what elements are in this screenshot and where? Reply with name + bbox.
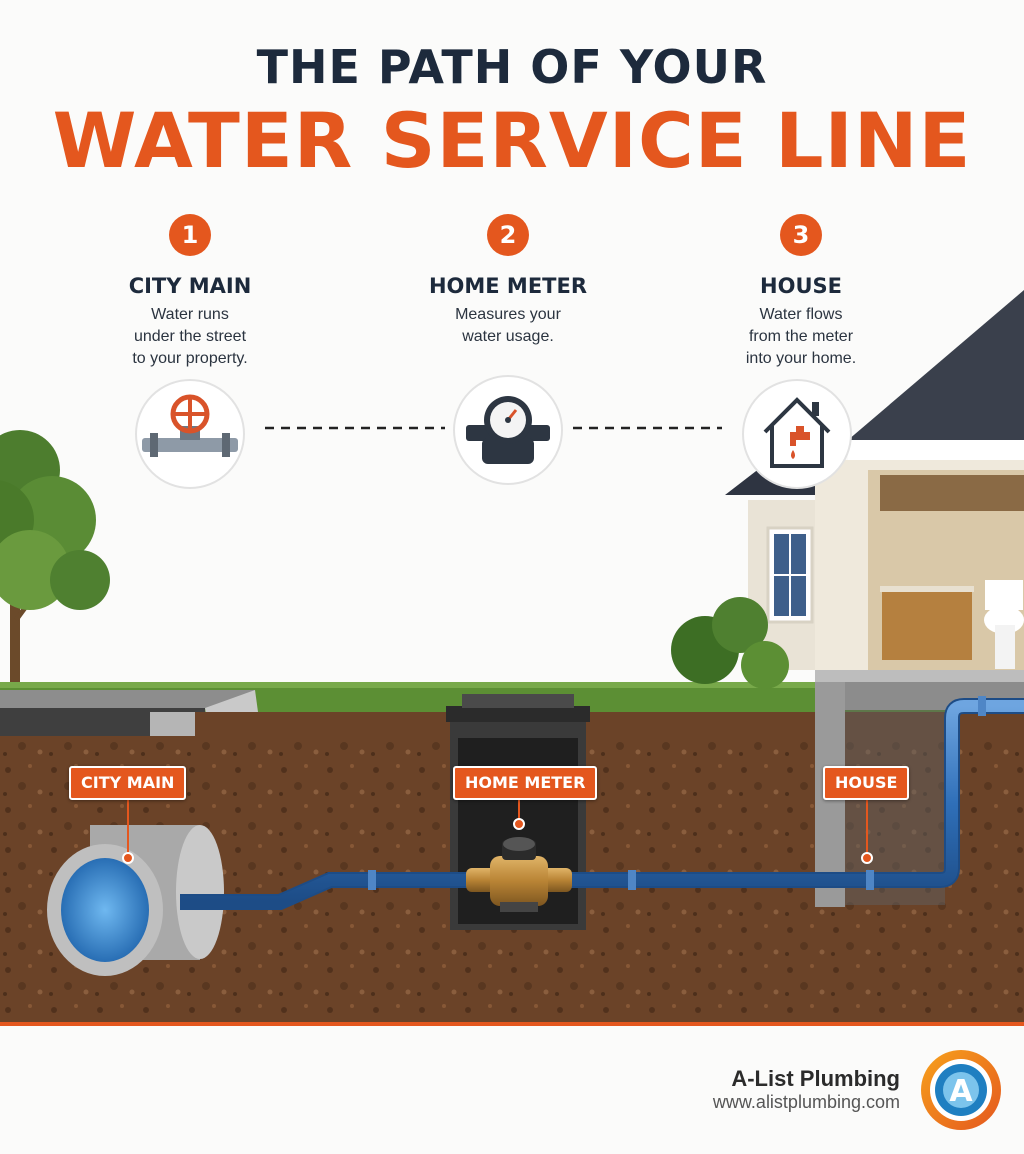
house-faucet-icon	[742, 379, 852, 489]
brand-name: A-List Plumbing	[731, 1066, 900, 1091]
label-home-meter: HOME METER	[453, 766, 598, 800]
street	[0, 690, 255, 708]
step-description: Water runs under the street to your prop…	[132, 306, 248, 367]
step-number: 3	[780, 214, 822, 256]
title-line-1: THE PATH OF YOUR	[256, 40, 768, 94]
valve-pipe-icon	[135, 379, 245, 489]
step-city-main: 1 CITY MAIN Water runs under the street …	[70, 214, 310, 370]
label-city-main: CITY MAIN	[69, 766, 187, 800]
title-line-2: WATER SERVICE LINE	[52, 96, 972, 185]
step-description: Measures your water usage.	[455, 306, 561, 345]
brand-logo	[921, 1050, 1001, 1130]
water-meter-icon	[453, 375, 563, 485]
tree	[0, 430, 110, 690]
divider	[0, 1022, 1024, 1026]
city-main-pipe	[47, 825, 224, 976]
step-title: CITY MAIN	[128, 274, 252, 298]
logo-letter: A	[949, 1074, 973, 1109]
meter-device	[466, 837, 572, 912]
service-line	[180, 696, 1024, 910]
step-title: HOUSE	[760, 274, 842, 298]
tag-pointers	[122, 796, 873, 864]
step-home-meter: 2 HOME METER Measures your water usage.	[388, 214, 628, 348]
brand-url[interactable]: www.alistplumbing.com	[712, 1092, 900, 1112]
step-title: HOME METER	[428, 274, 588, 298]
step-number: 2	[487, 214, 529, 256]
step-number: 1	[169, 214, 211, 256]
label-house: HOUSE	[823, 766, 910, 800]
step-description: Water flows from the meter into your hom…	[745, 306, 857, 367]
step-house: 3 HOUSE Water flows from the meter into …	[681, 214, 921, 370]
